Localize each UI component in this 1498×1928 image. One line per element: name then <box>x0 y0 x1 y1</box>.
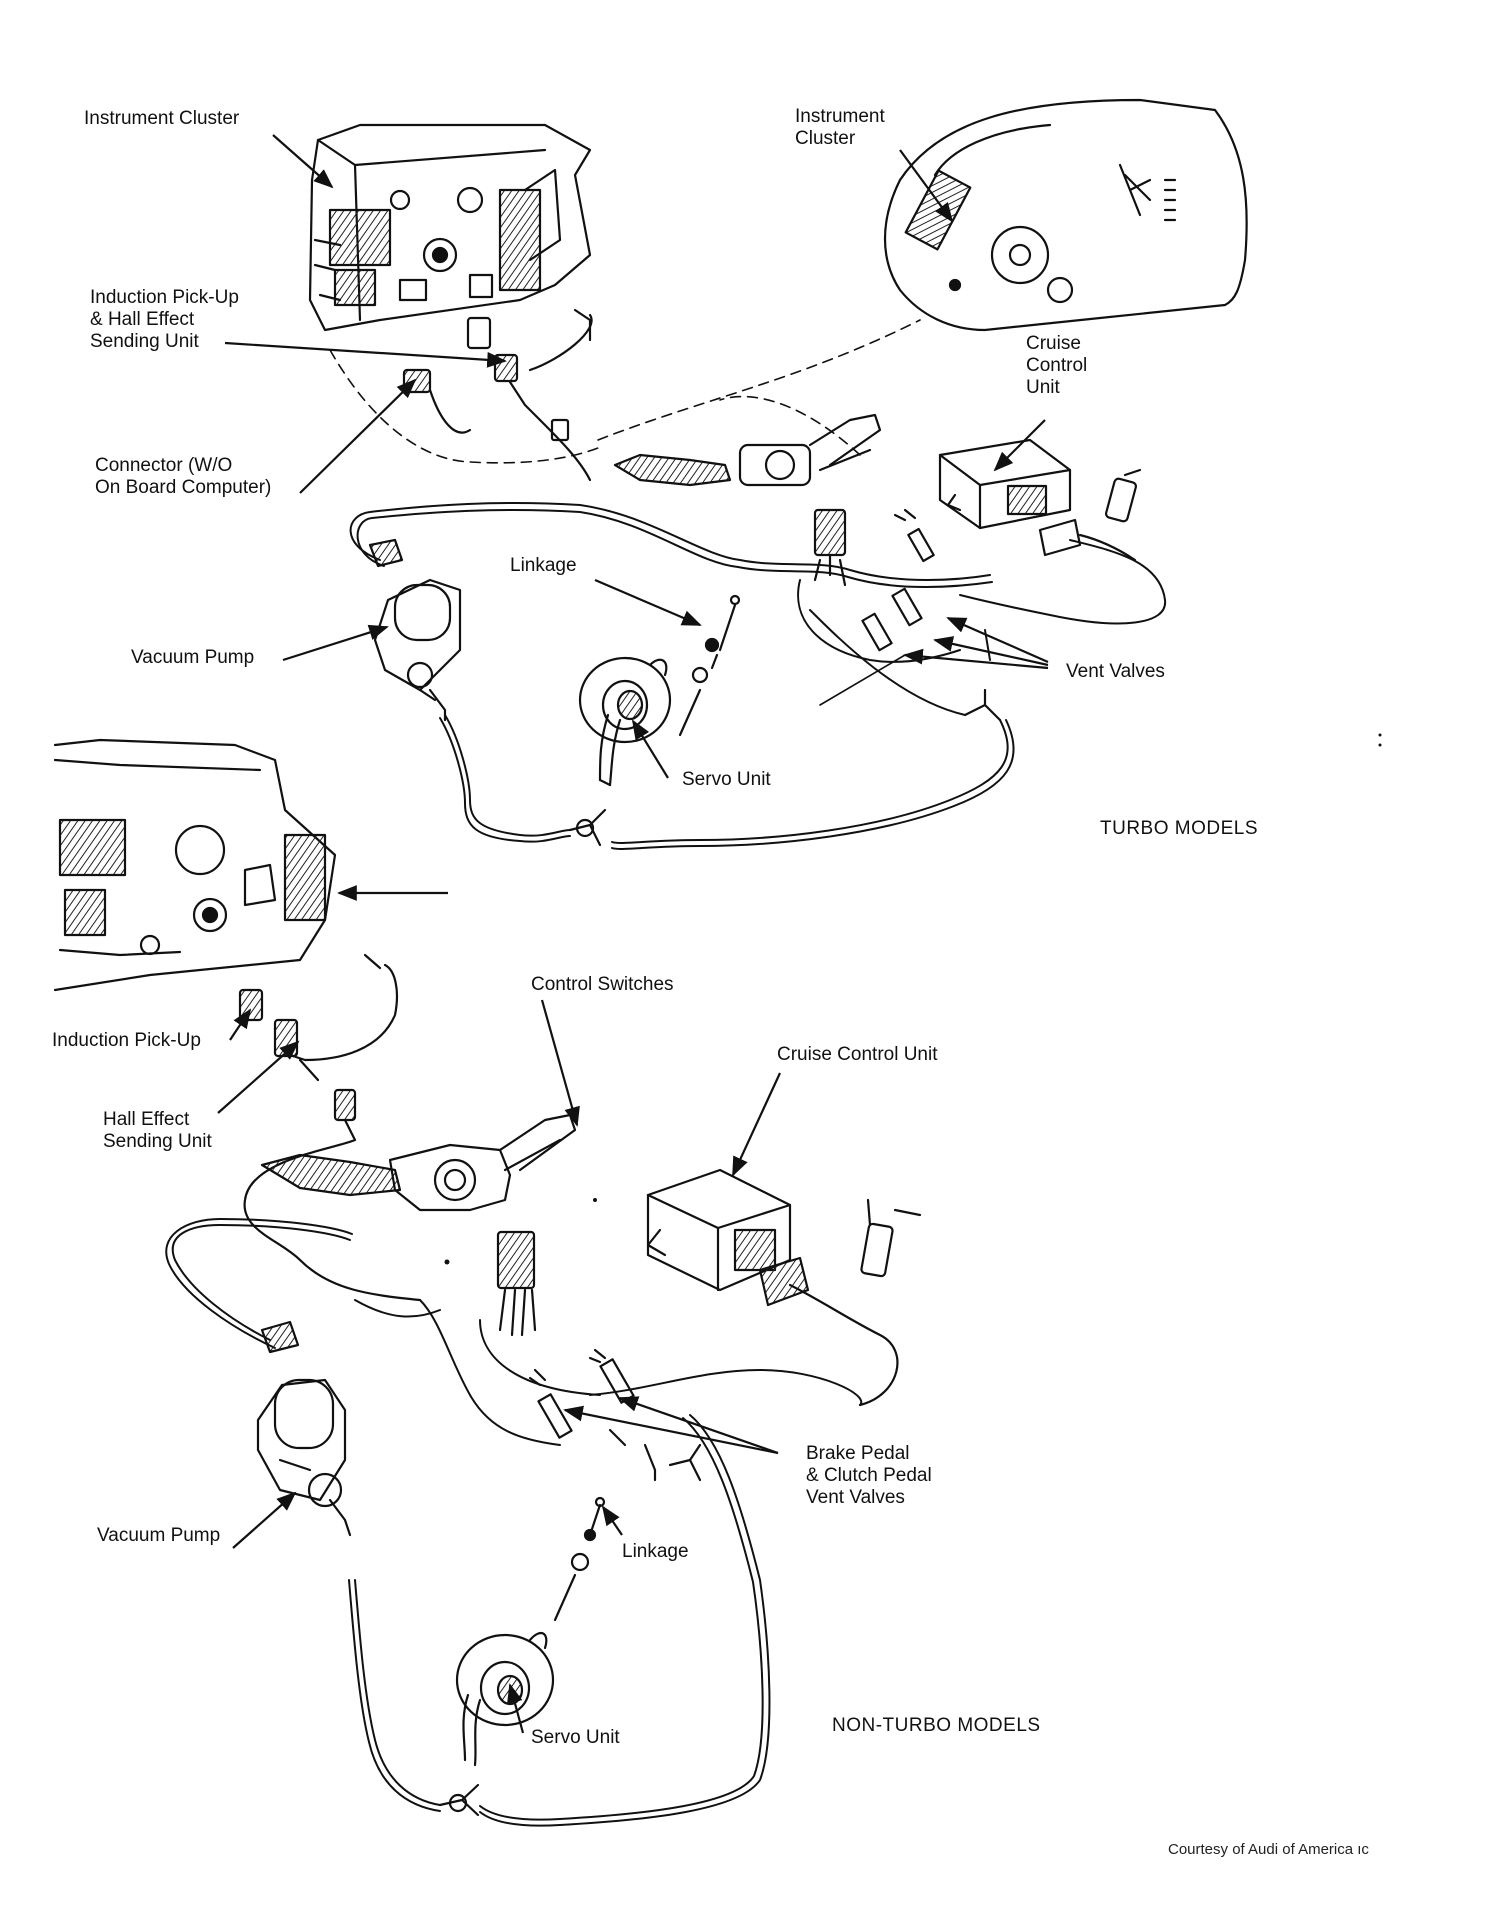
label-instrument-cluster-top-left: Instrument Cluster <box>84 108 240 129</box>
induction-pickup-hall-unit-bottom <box>238 953 422 1302</box>
label-induction-pickup-bottom: Induction Pick-Up <box>52 1030 201 1051</box>
vacuum-pump-bottom <box>256 1320 352 1537</box>
induction-pickup-hall-unit-top <box>402 308 593 482</box>
section-title-turbo: TURBO MODELS <box>1100 818 1259 839</box>
dashed-reference-lines <box>329 319 921 464</box>
control-switch-bottom <box>260 1113 577 1337</box>
callout-arrows <box>217 134 1049 1734</box>
vacuum-hoses-bottom <box>165 1218 863 1827</box>
label-linkage-top: Linkage <box>510 555 577 576</box>
vacuum-pump-top <box>368 538 462 722</box>
stray-marks <box>444 733 1382 1265</box>
label-vacuum-pump-top: Vacuum Pump <box>131 647 255 668</box>
linkage-top <box>678 594 741 737</box>
label-brake-clutch-vent-valves: Brake Pedal & Clutch Pedal Vent Valves <box>806 1443 932 1508</box>
tee-fitting-bottom <box>438 1783 480 1817</box>
leader-line-vent-top <box>819 654 906 706</box>
linkage-bottom <box>553 1496 606 1622</box>
tee-fitting-right-top <box>963 688 1002 722</box>
label-instrument-cluster-top-right: Instrument Cluster <box>795 106 885 149</box>
brake-clutch-vent-valves-bottom <box>528 1348 657 1482</box>
servo-unit-top <box>578 656 672 787</box>
label-induction-hall-top: Induction Pick-Up & Hall Effect Sending … <box>90 287 239 352</box>
control-switch-top <box>613 413 882 587</box>
instrument-cluster-top-left <box>308 123 592 332</box>
tee-fitting-right-bottom <box>668 1443 702 1482</box>
label-cruise-control-unit-bottom: Cruise Control Unit <box>777 1044 938 1065</box>
cruise-control-unit-top <box>938 438 1142 562</box>
label-vent-valves: Vent Valves <box>1066 661 1165 682</box>
instrument-cluster-bottom <box>53 738 337 992</box>
credit-line: Courtesy of Audi of America ıc <box>1168 1841 1369 1858</box>
label-vacuum-pump-bottom: Vacuum Pump <box>97 1525 221 1546</box>
servo-unit-bottom <box>455 1631 555 1767</box>
label-cruise-control-unit-top: Cruise Control Unit <box>1026 333 1088 398</box>
label-servo-unit-bottom: Servo Unit <box>531 1727 620 1748</box>
section-title-non-turbo: NON-TURBO MODELS <box>832 1715 1041 1736</box>
hose-pump-to-tee-top <box>444 714 571 837</box>
vent-valves-top <box>861 508 935 652</box>
instrument-cluster-top-right <box>884 98 1248 332</box>
label-control-switches: Control Switches <box>531 974 674 995</box>
label-servo-unit-top: Servo Unit <box>682 769 771 790</box>
tee-fitting-top <box>568 808 607 847</box>
label-hall-effect-bottom: Hall Effect Sending Unit <box>103 1109 212 1152</box>
vacuum-hoses-top <box>349 501 1167 850</box>
cruise-control-unit-bottom <box>646 1168 922 1407</box>
label-linkage-bottom: Linkage <box>622 1541 689 1562</box>
label-connector: Connector (W/O On Board Computer) <box>95 455 272 498</box>
